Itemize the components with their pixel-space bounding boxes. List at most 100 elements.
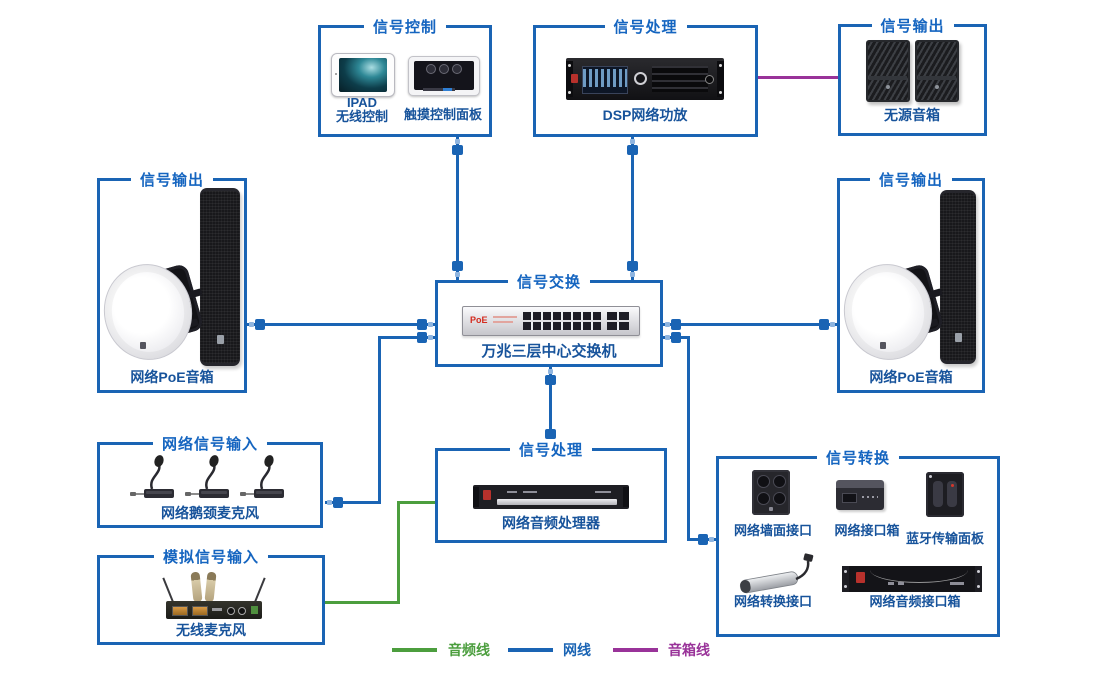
- box-signal-exchange: 信号交换: [435, 271, 663, 367]
- wall-interface-label: 网络墙面接口: [733, 523, 812, 538]
- screw-dot: [568, 91, 571, 94]
- xlr-port-icon: [757, 475, 770, 488]
- led-row: [862, 496, 878, 498]
- switch-label: 万兆三层中心交换机: [481, 343, 617, 360]
- poe-badge: PoE: [470, 315, 488, 325]
- rack-ear: [623, 487, 629, 507]
- ipad-screen: [339, 58, 387, 92]
- bluetooth-panel-label: 蓝牙传输面板: [905, 531, 984, 546]
- box-title: 信号转换: [816, 447, 900, 468]
- panel-button: [947, 481, 957, 507]
- network-converter-image: [739, 553, 814, 594]
- handheld-mic-icon: [190, 571, 203, 603]
- receiver-display: [192, 606, 208, 616]
- rack-ear: [473, 487, 479, 507]
- brand-logo: [571, 74, 578, 83]
- front-curve-line: [870, 570, 968, 583]
- box-analog-input: 模拟信号输入: [97, 546, 325, 645]
- rj45-plug-icon: [249, 319, 265, 330]
- screw-dot: [977, 585, 980, 588]
- dsp-label: DSP网络功放: [602, 107, 688, 123]
- power-led: [251, 606, 258, 614]
- audio-interface-rack-label: 网络音频接口箱: [869, 594, 961, 609]
- brand-logo: [769, 507, 773, 511]
- speaker-line-dsp-passive: [758, 76, 838, 79]
- rj45-plug-icon: [417, 332, 433, 343]
- passive-speaker-image: [915, 40, 959, 102]
- interface-box-label: 网络接口箱: [834, 523, 900, 538]
- rj45-plug-icon: [417, 319, 433, 330]
- speaker-band: [918, 75, 956, 80]
- xlr-port-icon: [773, 475, 786, 488]
- ceiling-speaker-image: [96, 256, 205, 367]
- gooseneck-mic-image: [185, 455, 229, 498]
- rj45-plug-icon: [545, 369, 556, 385]
- switch-fine-print: [493, 321, 513, 323]
- power-button-icon: [705, 75, 714, 84]
- box-passive-output: 信号输出: [838, 15, 987, 136]
- front-strip: [497, 499, 617, 505]
- xlr-port-icon: [757, 492, 770, 505]
- speaker-logo-dot: [216, 335, 224, 344]
- net-line-micinput-switch: [378, 336, 381, 504]
- front-dash: [950, 582, 964, 585]
- box-title: 信号处理: [509, 439, 593, 460]
- dsp-display: [582, 66, 628, 94]
- screw-dot: [568, 64, 571, 67]
- speaker-logo-dot: [140, 342, 146, 349]
- net-line-micinput-switch: [378, 336, 435, 339]
- speaker-logo-dot: [954, 333, 962, 342]
- rj45-plug-icon: [452, 139, 463, 155]
- rj45-plug-icon: [698, 534, 714, 545]
- box-signal-conversion: 信号转换: [716, 447, 1000, 637]
- ipad-camera-dot: [334, 73, 337, 75]
- box-signal-output-right: 信号输出: [837, 169, 985, 393]
- interface-box-image: [836, 480, 884, 510]
- net-line-micinput-switch: [325, 501, 381, 504]
- network-converter-label: 网络转换接口: [733, 594, 812, 609]
- knob-icon: [426, 64, 436, 74]
- vent-slots: [652, 66, 708, 92]
- xlr-port-icon: [773, 492, 786, 505]
- legend-swatch-speaker: [613, 648, 658, 652]
- rj45-plug-icon: [327, 497, 343, 508]
- poe-speaker-label: 网络PoE音箱: [869, 369, 953, 385]
- panel-button: [933, 481, 943, 507]
- switch-fine-print: [493, 316, 517, 318]
- red-led: [951, 484, 954, 487]
- touch-panel-label: 触摸控制面板: [403, 107, 482, 122]
- box-title: 信号输出: [869, 169, 953, 190]
- poe-switch-image: PoE: [462, 306, 640, 336]
- net-line-control-switch: [456, 137, 459, 280]
- wireless-mic-image: [162, 570, 266, 620]
- box-signal-processing-dsp: 信号处理: [533, 16, 758, 137]
- rj45-plug-icon: [819, 319, 835, 330]
- brand-logo: [483, 490, 491, 500]
- rj45-plug-icon: [665, 319, 681, 330]
- gooseneck-mic-label: 网络鹅颈麦克风: [161, 505, 259, 521]
- box-title: 网络信号输入: [152, 433, 268, 454]
- gooseneck-mic-image: [130, 455, 174, 498]
- screw-dot: [977, 570, 980, 573]
- receiver-text-dash: [212, 608, 222, 611]
- rj45-ports-row: [523, 322, 601, 330]
- box-title: 信号处理: [604, 16, 687, 37]
- speaker-logo-dot: [935, 84, 939, 89]
- legend-label-speaker: 音箱线: [668, 642, 710, 658]
- receiver-body: [166, 601, 262, 619]
- brand-logo: [929, 475, 932, 478]
- ipad-label-line2: 无线控制: [335, 109, 388, 124]
- display-window: [842, 493, 857, 503]
- rj45-plug-icon: [452, 261, 463, 277]
- passive-speaker-label: 无源音箱: [884, 107, 940, 123]
- brand-logo: [856, 572, 865, 583]
- screw-dot: [719, 91, 722, 94]
- knob-icon: [238, 607, 246, 615]
- knob-icon: [452, 64, 462, 74]
- rack-ear: [566, 61, 573, 97]
- net-line-switch-outright: [663, 323, 837, 326]
- box-signal-processing-processor: 信号处理: [435, 439, 667, 543]
- legend-swatch-audio: [392, 648, 437, 652]
- knob-icon: [634, 72, 647, 85]
- gooseneck-mic-image: [240, 455, 284, 498]
